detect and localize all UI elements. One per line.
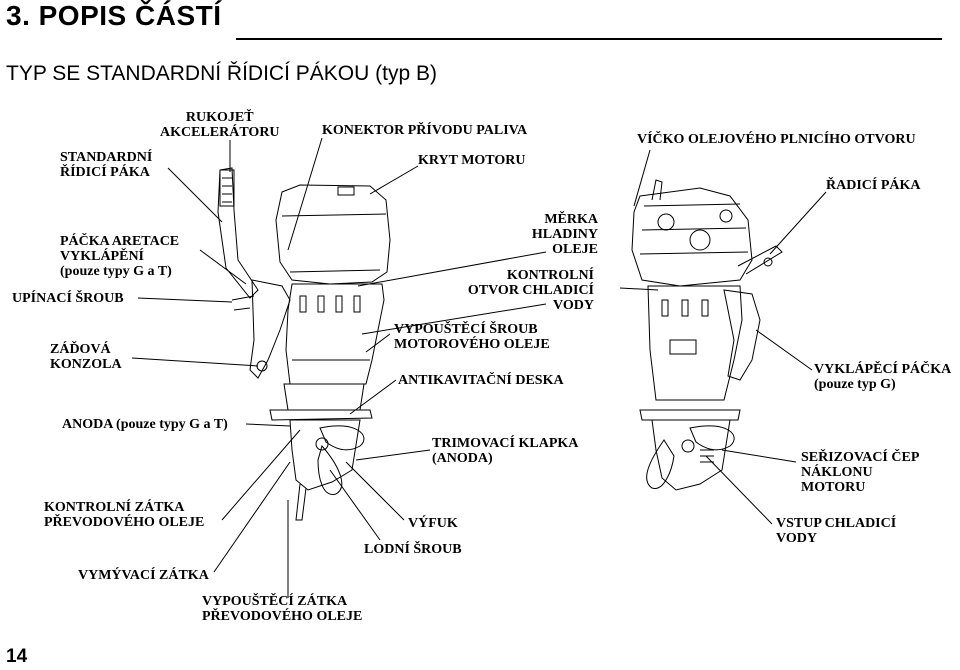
label-vyklapeci-packa: VYKLÁPĚCÍ PÁČKA (pouze typ G) [814, 362, 952, 392]
label-vstup-chladici-vody: VSTUP CHLADICÍ VODY [776, 516, 897, 546]
label-vyfuk: VÝFUK [408, 516, 458, 531]
section-subheading: TYP SE STANDARDNÍ ŘÍDICÍ PÁKOU (typ B) [6, 62, 437, 85]
label-serizovaci-cep: SEŘIZOVACÍ ČEP NÁKLONU MOTORU [801, 450, 920, 495]
left-motor-drawing [217, 167, 391, 521]
label-anoda: ANODA (pouze typy G a T) [62, 417, 228, 432]
label-kontrolni-otvor: KONTROLNÍ OTVOR CHLADICÍ VODY [467, 268, 594, 313]
label-kryt-motoru: KRYT MOTORU [418, 153, 526, 168]
label-rukojet-akceleratoru: RUKOJEŤ AKCELERÁTORU [160, 110, 280, 140]
label-lodni-sroub: LODNÍ ŠROUB [364, 542, 462, 557]
label-zadova-konzola: ZÁĎOVÁ KONZOLA [50, 342, 122, 372]
right-motor-drawing [631, 179, 783, 491]
page-number: 14 [6, 646, 28, 667]
label-merka-hladiny-oleje: MĚRKA HLADINY OLEJE [531, 212, 598, 257]
label-kontrolni-zatka: KONTROLNÍ ZÁTKA PŘEVODOVÉHO OLEJE [44, 500, 205, 530]
label-vypousteci-zatka: VYPOUŠTĚCÍ ZÁTKA PŘEVODOVÉHO OLEJE [202, 594, 363, 624]
label-trimovaci-klapka: TRIMOVACÍ KLAPKA (ANODA) [432, 436, 579, 466]
heading-rule [236, 38, 942, 40]
label-antikavitacni-deska: ANTIKAVITAČNÍ DESKA [398, 373, 564, 388]
label-upinaci-sroub: UPÍNACÍ ŠROUB [12, 291, 124, 306]
label-vicko-oleje: VÍČKO OLEJOVÉHO PLNICÍHO OTVORU [637, 132, 916, 147]
leader-lines [131, 137, 827, 598]
label-konektor-privodu-paliva: KONEKTOR PŘÍVODU PALIVA [322, 123, 528, 138]
label-standardni-ridici-paka: STANDARDNÍ ŘÍDICÍ PÁKA [60, 150, 153, 180]
label-radici-paka: ŘADICÍ PÁKA [826, 178, 921, 193]
label-packa-aretace: PÁČKA ARETACE VYKLÁPĚNÍ (pouze typy G a … [60, 234, 180, 279]
section-heading: 3. POPIS ČÁSTÍ [6, 0, 222, 31]
label-vymyvaci-zatka: VYMÝVACÍ ZÁTKA [78, 568, 209, 583]
label-vypousteci-sroub: VYPOUŠTĚCÍ ŠROUB MOTOROVÉHO OLEJE [394, 322, 550, 352]
